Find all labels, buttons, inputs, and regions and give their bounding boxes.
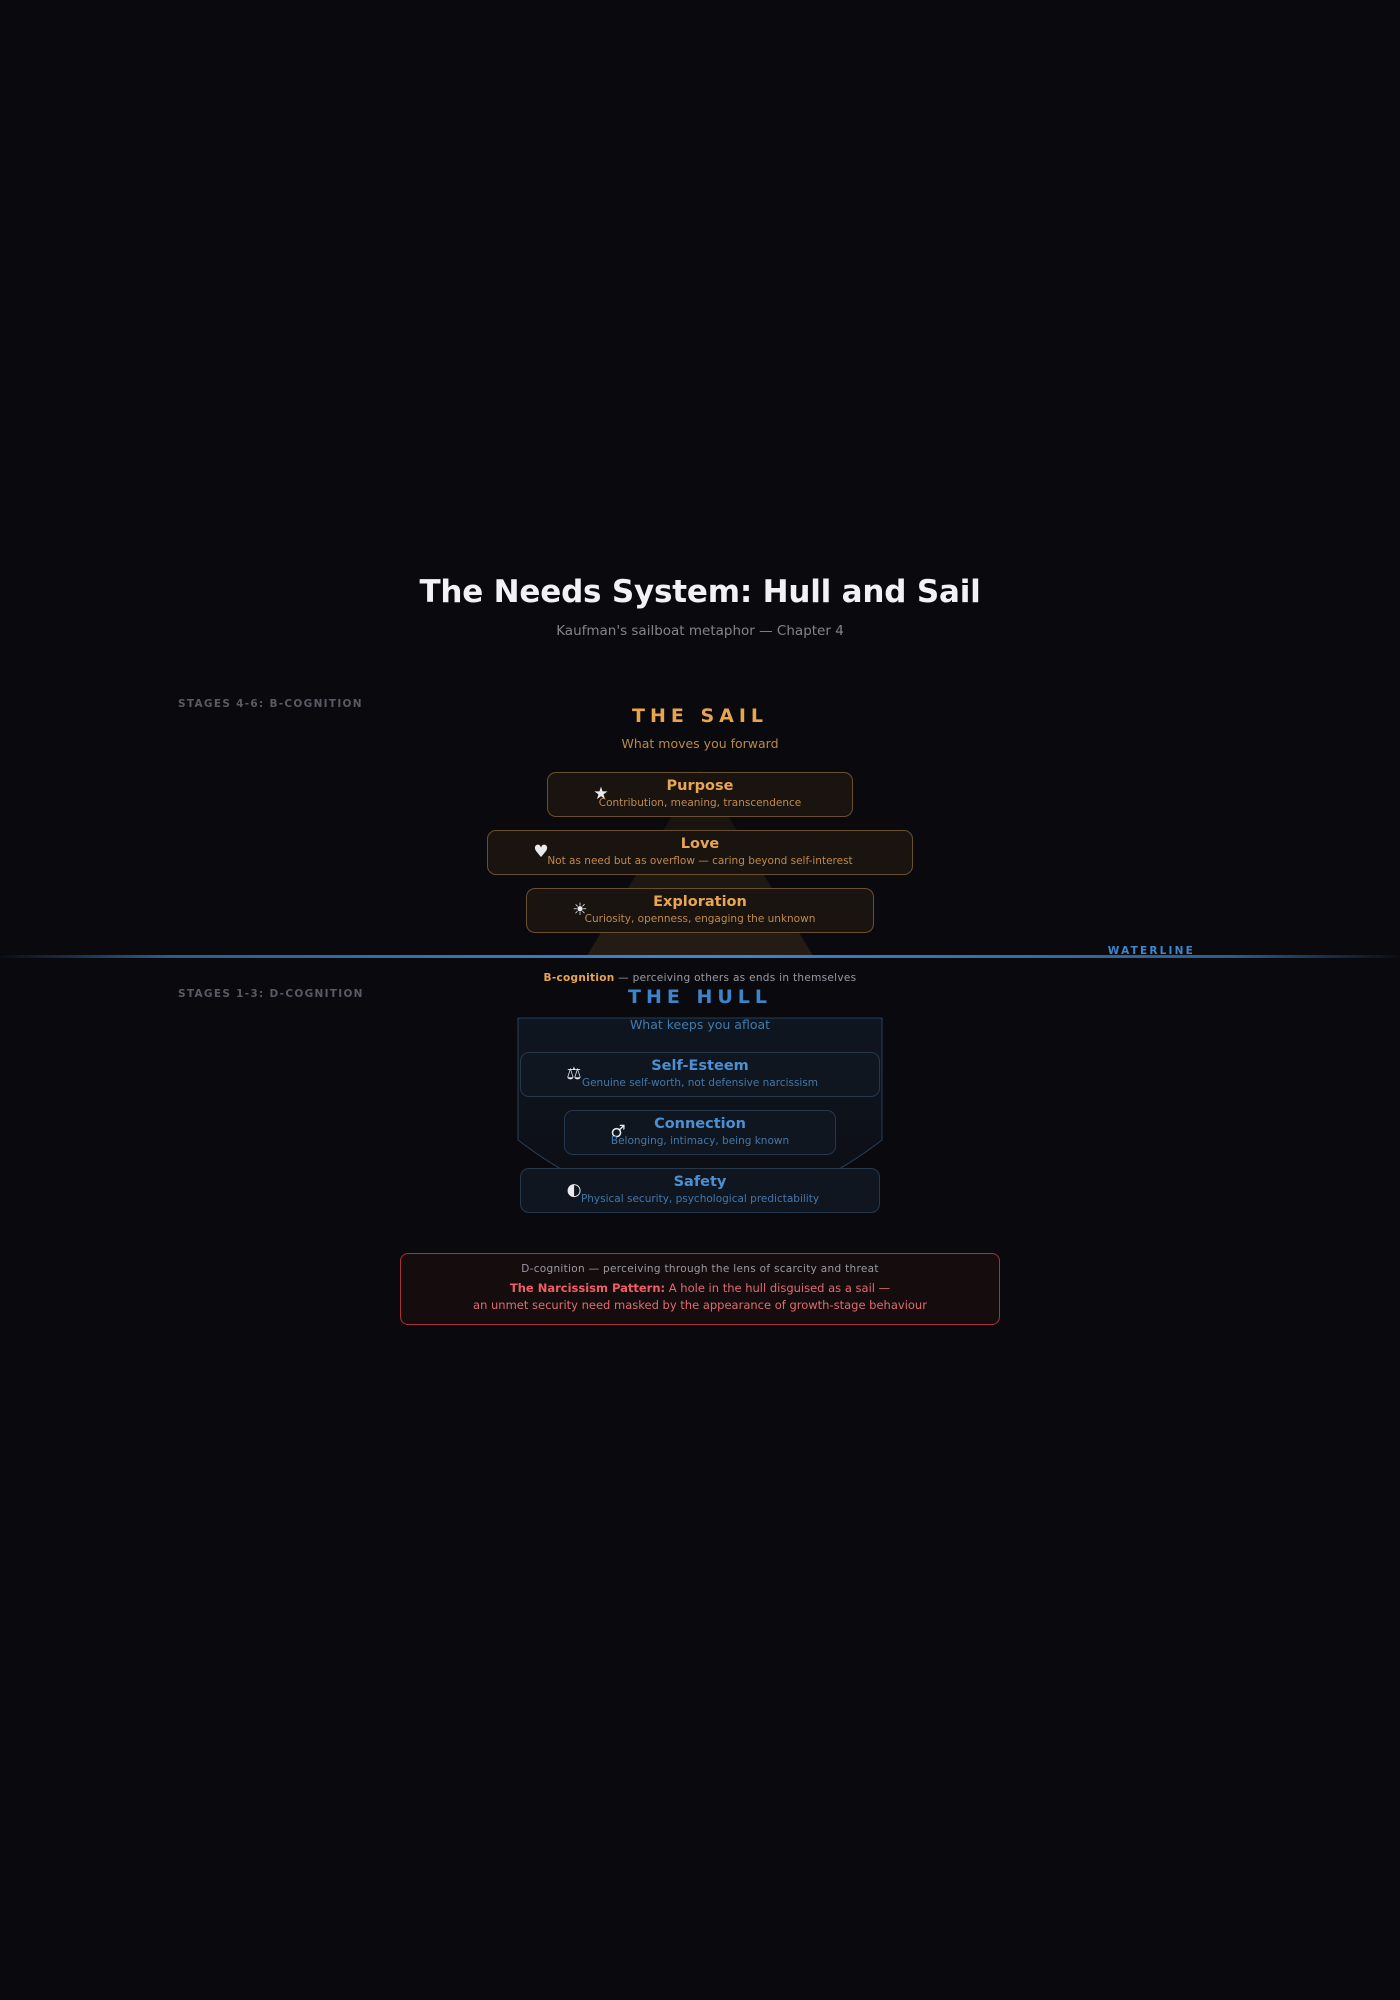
need-card-title: Exploration	[653, 894, 747, 911]
need-card-title: Purpose	[666, 778, 734, 795]
sail-title: THE SAIL	[631, 705, 769, 727]
need-card-description: Not as need but as overflow — caring bey…	[547, 855, 853, 868]
need-card-title: Self-Esteem	[651, 1058, 749, 1075]
narcissism-pattern-label: The Narcissism Pattern:	[509, 1281, 666, 1296]
need-card-love[interactable]: ♥ Love Not as need but as overflow — car…	[487, 830, 913, 875]
hull-card-list: ⚖ Self-Esteem Genuine self-worth, not de…	[0, 1052, 1400, 1213]
stage-marker-hull: STAGES 1-3: D-COGNITION	[178, 988, 364, 1000]
sail-card-list: ★ Purpose Contribution, meaning, transce…	[0, 772, 1400, 933]
need-card-description: Contribution, meaning, transcendence	[598, 797, 802, 810]
b-cognition-note: B-cognition — perceiving others as ends …	[0, 972, 1400, 984]
hull-title: THE HULL	[628, 986, 772, 1008]
need-card-purpose[interactable]: ★ Purpose Contribution, meaning, transce…	[547, 772, 853, 817]
page-subtitle: Kaufman's sailboat metaphor — Chapter 4	[556, 623, 844, 640]
need-card-exploration[interactable]: ☀ Exploration Curiosity, openness, engag…	[526, 888, 874, 933]
narcissism-pattern-panel: D-cognition — perceiving through the len…	[400, 1253, 1000, 1325]
heart-icon: ♥	[533, 842, 549, 862]
sail-section-heading: THE SAIL What moves you forward	[0, 705, 1400, 751]
need-card-description: Curiosity, openness, engaging the unknow…	[584, 913, 816, 926]
link-symbol-icon: ♂	[610, 1122, 626, 1142]
b-cognition-tag: B-cognition	[543, 972, 615, 984]
page-title: The Needs System: Hull and Sail	[419, 574, 981, 610]
need-card-title: Connection	[654, 1116, 746, 1133]
half-circle-icon: ◐	[566, 1180, 582, 1200]
need-card-self-esteem[interactable]: ⚖ Self-Esteem Genuine self-worth, not de…	[520, 1052, 880, 1097]
waterline-label: WATERLINE	[1107, 945, 1195, 957]
need-card-description: Physical security, psychological predict…	[580, 1193, 820, 1206]
d-cognition-text: — perceiving through the lens of scarcit…	[584, 1263, 879, 1275]
need-card-connection[interactable]: ♂ Connection Belonging, intimacy, being …	[564, 1110, 836, 1155]
scales-icon: ⚖	[566, 1064, 582, 1084]
d-cognition-tag: D-cognition	[521, 1263, 585, 1275]
narcissism-pattern-text: The Narcissism Pattern: A hole in the hu…	[415, 1280, 985, 1313]
need-card-description: Genuine self-worth, not defensive narcis…	[581, 1077, 819, 1090]
need-card-title: Safety	[673, 1174, 727, 1191]
narcissism-pattern-line1: A hole in the hull disguised as a sail —	[665, 1281, 891, 1296]
need-card-description: Belonging, intimacy, being known	[610, 1135, 790, 1148]
star-icon: ★	[593, 784, 609, 804]
waterline-divider	[0, 955, 1400, 958]
page-header: The Needs System: Hull and Sail Kaufman'…	[0, 575, 1400, 639]
need-card-title: Love	[680, 836, 720, 853]
sun-burst-icon: ☀	[572, 900, 588, 920]
hull-section-heading: THE HULL What keeps you afloat	[0, 986, 1400, 1032]
d-cognition-note: D-cognition — perceiving through the len…	[415, 1262, 985, 1277]
sail-subtitle: What moves you forward	[621, 736, 779, 751]
narcissism-pattern-line2: an unmet security need masked by the app…	[473, 1297, 927, 1312]
b-cognition-text: — perceiving others as ends in themselve…	[614, 972, 857, 984]
need-card-safety[interactable]: ◐ Safety Physical security, psychologica…	[520, 1168, 880, 1213]
stage-marker-sail: STAGES 4-6: B-COGNITION	[178, 698, 363, 710]
hull-subtitle: What keeps you afloat	[629, 1017, 771, 1032]
